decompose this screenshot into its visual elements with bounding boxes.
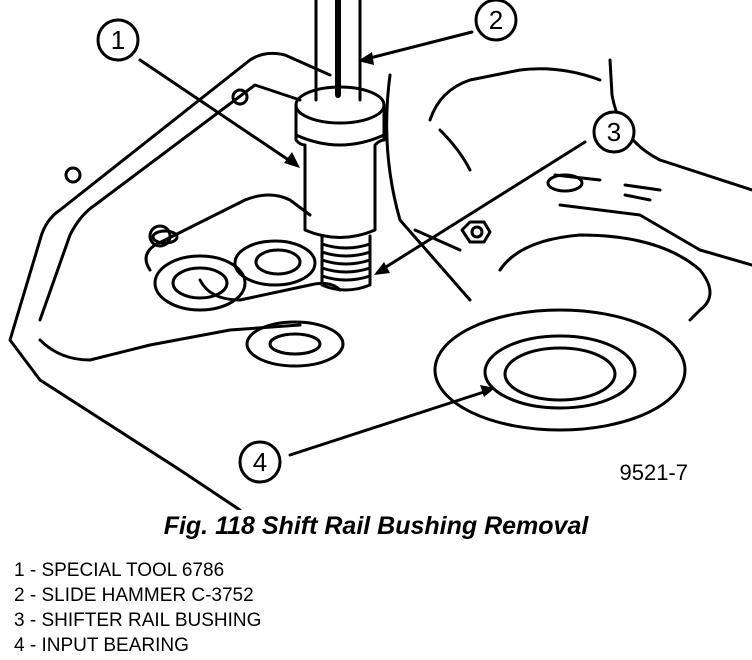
figure-caption: Fig. 118 Shift Rail Bushing Removal	[163, 512, 589, 540]
callout-label-1: 1	[111, 25, 125, 55]
arrowhead-3	[374, 262, 390, 275]
arrowhead-4	[480, 385, 495, 397]
special-tool-band	[294, 133, 386, 147]
callout-circle-4	[238, 440, 282, 484]
case-inner-edge	[38, 83, 302, 322]
small-pocket	[151, 229, 179, 245]
legend-item: 4 - INPUT BEARING	[14, 635, 189, 656]
special-tool-body	[294, 103, 386, 239]
legend-item: 1 - SPECIAL TOOL 6786	[14, 560, 225, 581]
input-bearing-mid	[483, 334, 637, 410]
tool-thread	[320, 234, 372, 292]
flange-bolt-hole	[64, 166, 82, 184]
callout-circle-2	[474, 0, 518, 42]
diagram-illustration: 1 2 3 4 9521-7	[8, 0, 752, 510]
case-pocket	[198, 278, 342, 302]
washer	[245, 320, 345, 368]
callout-label-3: 3	[607, 117, 621, 147]
callout-label-2: 2	[489, 5, 503, 35]
bolt-head	[470, 225, 484, 239]
callout-circle-3	[592, 110, 636, 154]
case-bolt	[460, 220, 492, 244]
case-flange	[38, 323, 302, 362]
callout-label-4: 4	[253, 447, 267, 477]
washer	[233, 239, 317, 287]
housing-boss	[546, 173, 584, 193]
drawing-code: 9521-7	[619, 460, 688, 485]
washer	[153, 254, 247, 312]
washer-hole	[268, 332, 322, 356]
leader-line-1	[138, 58, 298, 167]
leader-line-2	[360, 30, 474, 62]
case-outline	[8, 51, 332, 510]
leader-line-4	[288, 388, 492, 457]
legend-list: 1 - SPECIAL TOOL 6786 2 - SLIDE HAMMER C…	[14, 558, 261, 658]
arrowhead-2	[358, 52, 374, 65]
legend-item: 2 - SLIDE HAMMER C-3752	[14, 585, 254, 606]
input-bearing-inner	[503, 346, 617, 402]
flange-bolt-hole	[231, 88, 249, 106]
leader-line-3	[376, 140, 587, 274]
washer-hole	[171, 266, 229, 300]
washer-hole	[254, 248, 302, 276]
arrowhead-1	[284, 152, 300, 168]
input-bearing-outer	[433, 308, 687, 432]
case-pocket	[144, 193, 312, 272]
legend-item: 3 - SHIFTER RAIL BUSHING	[14, 610, 262, 631]
callout-circle-1	[96, 18, 140, 62]
